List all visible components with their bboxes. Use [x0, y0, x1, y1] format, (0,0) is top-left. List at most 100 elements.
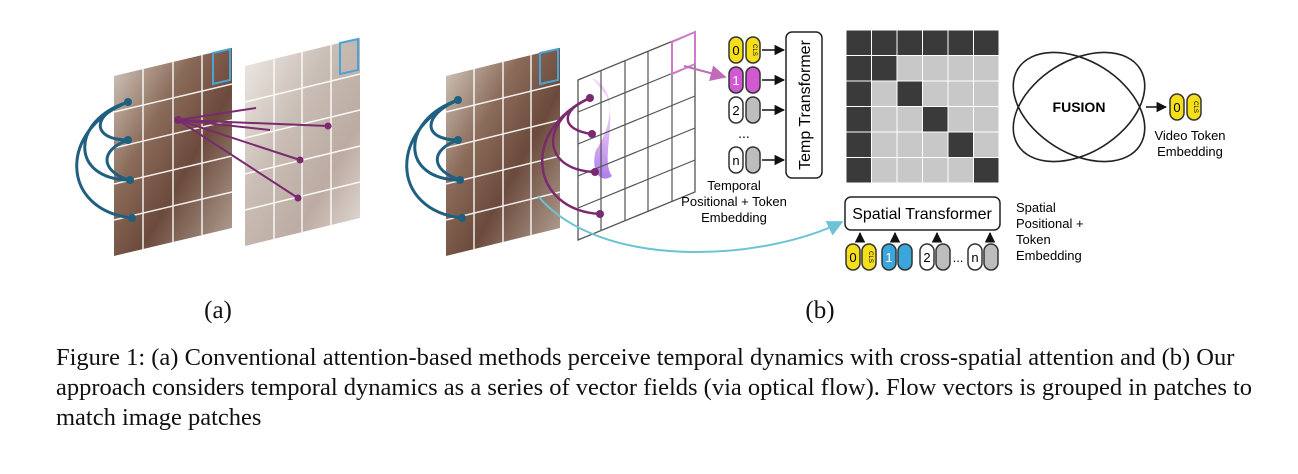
mask-cell [973, 55, 1000, 82]
spatial-token-n [967, 243, 983, 271]
temporal-token-n-label: n [732, 153, 739, 168]
mask-cell [947, 157, 974, 184]
svg-text:0: 0 [849, 250, 856, 265]
spatial-attention-arcs [75, 100, 133, 220]
panel-b: 0 CLS 1 2 ... n Temp Transformer [405, 29, 1226, 324]
temp-transformer-box: Temp Transformer [785, 31, 823, 179]
mask-cell [896, 131, 923, 158]
mask-cell [922, 157, 949, 184]
spatial-attention-arcs-b [405, 98, 463, 220]
mask-cell [871, 29, 898, 56]
video-token-label: 0 [1173, 100, 1180, 115]
spatial-transformer-label: Spatial Transformer [852, 206, 992, 223]
video-frame [445, 47, 561, 256]
panel-b-label: (b) [805, 297, 834, 324]
mask-cell [845, 157, 872, 184]
temporal-token-0 [728, 36, 744, 64]
svg-text:CLS: CLS [867, 251, 873, 263]
mask-cell [871, 80, 898, 107]
temporal-token-ellipsis: ... [738, 125, 750, 141]
mask-cell [922, 131, 949, 158]
mask-cell [896, 157, 923, 184]
mask-cell [947, 29, 974, 56]
mask-cell [922, 106, 949, 133]
spatial-token-arrows [854, 231, 996, 243]
mask-cell [871, 106, 898, 133]
mask-cell [845, 106, 872, 133]
svg-text:2: 2 [923, 250, 930, 265]
spatial-cls-token [861, 243, 877, 271]
spatial-branch-arrow [537, 195, 844, 253]
mask-cell [922, 80, 949, 107]
optical-flow-field [577, 30, 696, 241]
mask-cell [947, 106, 974, 133]
mask-cell [871, 157, 898, 184]
spatial-token-row: 0 CLS 1 2 ... n [845, 243, 999, 271]
video-token-caption-1: Video Token [1154, 128, 1225, 143]
fusion-label: FUSION [1053, 99, 1106, 115]
figure-caption: Figure 1: (a) Conventional attention-bas… [56, 344, 1253, 431]
spatial-token-0 [845, 243, 861, 271]
mask-cell [871, 55, 898, 82]
mask-cell [896, 106, 923, 133]
svg-text:Embedding: Embedding [701, 210, 767, 225]
video-frame-1 [113, 47, 233, 256]
video-cls-token [1186, 93, 1202, 121]
spatial-token-ellipsis: ... [953, 250, 964, 265]
mask-cell [973, 29, 1000, 56]
temporal-token-1-label: 1 [732, 73, 739, 88]
mask-cell [922, 29, 949, 56]
mask-cell [896, 80, 923, 107]
mask-cell [845, 55, 872, 82]
temporal-cls-label: CLS [751, 44, 757, 56]
video-frame-2 [244, 37, 361, 246]
mask-cell [973, 106, 1000, 133]
temporal-token-0-label: 0 [732, 43, 739, 58]
mask-cell [896, 55, 923, 82]
cross-frame-attention-lines [177, 107, 329, 199]
temporal-token-2-label: 2 [732, 103, 739, 118]
svg-text:Token: Token [1016, 232, 1051, 247]
mask-cell [896, 29, 923, 56]
video-token-caption-2: Embedding [1157, 144, 1223, 159]
svg-text:n: n [971, 250, 978, 265]
video-token-0 [1169, 93, 1185, 121]
spatial-transformer-box: Spatial Transformer [844, 196, 1001, 231]
attention-mask-matrix [845, 29, 1000, 184]
fusion-block: FUSION 0 CLS Video Token Embedding [1012, 51, 1226, 163]
temporal-token-stack: 0 CLS 1 2 ... n [728, 36, 761, 174]
flow-attention-arcs [541, 96, 601, 216]
mask-cell [845, 131, 872, 158]
temporal-token-n [728, 146, 744, 174]
mask-cell [871, 131, 898, 158]
mask-cell [947, 80, 974, 107]
temporal-token-arrows [762, 44, 786, 166]
temp-transformer-label: Temp Transformer [797, 39, 814, 169]
spatial-token-1 [881, 243, 897, 271]
svg-text:Spatial: Spatial [1016, 200, 1056, 215]
temporal-cls-token [745, 36, 761, 64]
svg-text:Embedding: Embedding [1016, 248, 1082, 263]
spatial-embedding-caption: Spatial Positional + Token Embedding [1016, 200, 1084, 263]
mask-cell [947, 131, 974, 158]
panel-a: (a) [75, 37, 361, 324]
temporal-token-2 [728, 96, 744, 124]
temporal-token-1 [728, 66, 744, 94]
temporal-embedding-caption: Temporal Positional + Token Embedding [681, 178, 787, 225]
mask-cell [845, 29, 872, 56]
mask-cell [973, 80, 1000, 107]
mask-cell [973, 131, 1000, 158]
flow-patch-arrow [683, 65, 727, 81]
spatial-token-2 [919, 243, 935, 271]
mask-cell [947, 55, 974, 82]
svg-text:Temporal: Temporal [707, 178, 761, 193]
panel-a-label: (a) [204, 297, 232, 324]
svg-text:1: 1 [885, 250, 892, 265]
mask-cell [845, 80, 872, 107]
mask-cell [922, 55, 949, 82]
svg-text:Positional + Token: Positional + Token [681, 194, 787, 209]
svg-text:Positional +: Positional + [1016, 216, 1084, 231]
svg-text:CLS: CLS [1192, 101, 1198, 113]
mask-cell [973, 157, 1000, 184]
